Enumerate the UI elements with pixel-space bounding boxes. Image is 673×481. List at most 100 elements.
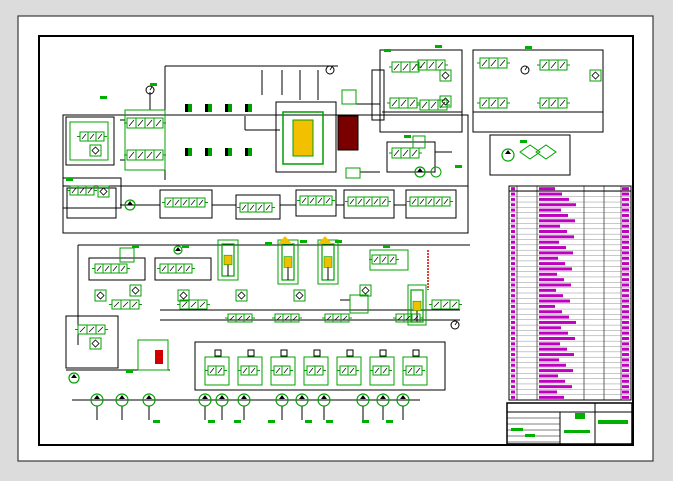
- parts-table-entry-mark: [539, 203, 576, 207]
- actuator-body-icon: [208, 148, 212, 156]
- valve-arrow: [217, 367, 223, 374]
- filter-icon: [177, 289, 190, 302]
- pump-arrow: [400, 395, 406, 399]
- components-layer: [67, 57, 602, 407]
- parts-table-entry-mark: [511, 374, 515, 378]
- directional-valve-icon: [322, 313, 352, 323]
- directional-valve-icon: [403, 365, 425, 376]
- parts-table-entry-mark: [539, 342, 560, 346]
- parts-table-entry-mark: [622, 363, 629, 367]
- valve-arrow: [71, 187, 77, 194]
- parts-table-entry-mark: [539, 267, 572, 271]
- valve-arrow: [257, 204, 263, 211]
- parts-table-entry-mark: [622, 278, 629, 282]
- pump-icon: [295, 393, 309, 407]
- valve-arrow: [155, 151, 162, 159]
- parts-table-entry-mark: [539, 197, 569, 201]
- directional-valve-icon: [345, 196, 391, 207]
- pump-icon: [356, 393, 370, 407]
- circuit-box: [371, 69, 385, 121]
- parts-table-entry-mark: [622, 187, 629, 191]
- pump-arrow: [241, 395, 247, 399]
- component-tag-mark: [383, 245, 390, 248]
- component-tag-mark: [300, 240, 307, 243]
- valve-block: [345, 167, 361, 179]
- pump-body: [501, 148, 515, 162]
- actuator-body-icon: [228, 104, 232, 112]
- parts-table-entry-mark: [622, 374, 629, 378]
- valve-arrow: [128, 151, 135, 159]
- circuit-box: [295, 189, 337, 217]
- valve-arrow: [301, 197, 307, 204]
- filter-icon: [97, 185, 110, 198]
- valve-arrow: [199, 301, 206, 308]
- pump-arrow: [321, 395, 327, 399]
- gauge-body: [520, 65, 530, 75]
- parts-table-entry-mark: [539, 262, 565, 266]
- circuit-box: [66, 187, 117, 219]
- parts-table-entry-mark: [622, 358, 629, 362]
- parts-table-entry-mark: [511, 246, 515, 250]
- filter-body: [177, 289, 190, 302]
- pump-icon: [275, 393, 289, 407]
- component-tag-mark: [150, 83, 157, 86]
- actuator-body-icon: [188, 148, 192, 156]
- valve-arrow: [550, 61, 557, 69]
- valve-arrow: [177, 265, 183, 272]
- pressure-gauge-icon: [520, 65, 530, 75]
- parts-table-entry-mark: [539, 353, 574, 357]
- valve-arrow: [435, 198, 441, 205]
- valve-arrow: [97, 326, 104, 333]
- valve-arrow: [97, 133, 103, 140]
- parts-table-entry-mark: [622, 219, 629, 223]
- valve-block: [412, 135, 426, 149]
- directional-valve-icon: [297, 195, 335, 206]
- filter-diamond: [131, 286, 140, 295]
- valve-arrow: [415, 367, 421, 374]
- parts-table-entry-mark: [511, 262, 515, 266]
- valve-arrow: [550, 99, 557, 107]
- parts-table-entry-mark: [511, 294, 515, 298]
- valve-arrow: [381, 198, 387, 205]
- circuit-box: [62, 177, 122, 209]
- parts-table-entry-mark: [622, 208, 629, 212]
- valve-arrow: [334, 315, 340, 321]
- directional-valve-icon: [237, 202, 275, 213]
- component-tag-mark: [100, 96, 107, 99]
- pump-body: [68, 372, 80, 384]
- filter-body: [97, 185, 110, 198]
- parts-table-entry-mark: [622, 304, 629, 308]
- parts-table-entry-mark: [539, 315, 569, 319]
- filter-diamond: [295, 291, 304, 300]
- valve-arrow: [185, 265, 191, 272]
- pump-arrow: [360, 395, 366, 399]
- parts-table-entry-mark: [539, 235, 574, 239]
- valve-arrow: [174, 199, 180, 206]
- subassembly-frame: [69, 121, 109, 161]
- filter-diamond: [237, 291, 246, 300]
- valve-arrow: [237, 315, 243, 321]
- valve-arrow: [419, 198, 425, 205]
- circuit-box: [154, 257, 212, 281]
- valve-arrow: [79, 187, 85, 194]
- valve-arrow: [122, 301, 129, 308]
- valve-arrow: [397, 315, 403, 321]
- valve-arrow: [559, 61, 566, 69]
- filter-body: [129, 284, 142, 297]
- parts-table-entry-mark: [511, 390, 515, 394]
- relief-valve-icon: [214, 349, 222, 357]
- parts-table-entry-mark: [511, 197, 515, 201]
- valve-arrow: [137, 119, 144, 127]
- parts-table-entry-mark: [511, 187, 515, 191]
- valve-arrow: [317, 197, 323, 204]
- valve-arrow: [391, 99, 398, 107]
- directional-valve-icon: [124, 117, 166, 129]
- parts-table-entry-mark: [539, 363, 566, 367]
- circuit-box: [159, 189, 213, 219]
- pressure-gauge-icon: [325, 65, 335, 75]
- pump-arrow: [71, 374, 77, 378]
- valve-arrow: [265, 204, 271, 211]
- pump-icon: [115, 393, 129, 407]
- parts-table-entry-mark: [511, 256, 515, 260]
- filter-icon: [129, 284, 142, 297]
